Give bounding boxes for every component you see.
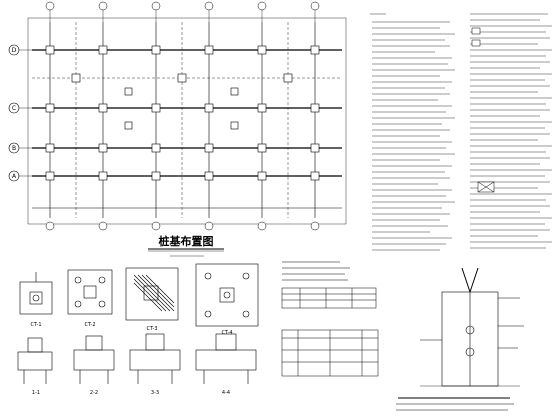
detail-label-ct4: CT-4	[221, 330, 232, 336]
detail-label-ct1: CT-1	[30, 322, 41, 328]
axis-label-b: B	[12, 145, 16, 152]
section-label-1-1: 1-1	[32, 390, 40, 396]
section-label-4-4: 4-4	[222, 390, 230, 396]
notes-legend-swatches	[471, 27, 495, 193]
detail-label-ct2: CT-2	[84, 322, 95, 328]
general-notes	[370, 13, 552, 251]
title-block	[396, 397, 514, 411]
section-label-3-3: 3-3	[151, 390, 159, 396]
column-axis-bubbles	[45, 1, 320, 231]
section-views	[17, 333, 257, 384]
axis-label-d: D	[12, 47, 17, 54]
axis-label-a: A	[12, 173, 17, 180]
detail-label-ct3: CT-3	[146, 326, 157, 332]
pile-cap-details	[19, 263, 259, 327]
axis-label-c: C	[12, 105, 16, 112]
row-axis-bubbles: D C B A	[8, 44, 32, 182]
section-label-2-2: 2-2	[90, 390, 98, 396]
pile-schedule-table	[281, 261, 379, 377]
pile-layout-plan	[27, 10, 347, 225]
pile-caps	[45, 45, 320, 181]
plan-title: 桩基布置图	[159, 234, 214, 248]
pile-elevation-detail	[420, 267, 524, 387]
